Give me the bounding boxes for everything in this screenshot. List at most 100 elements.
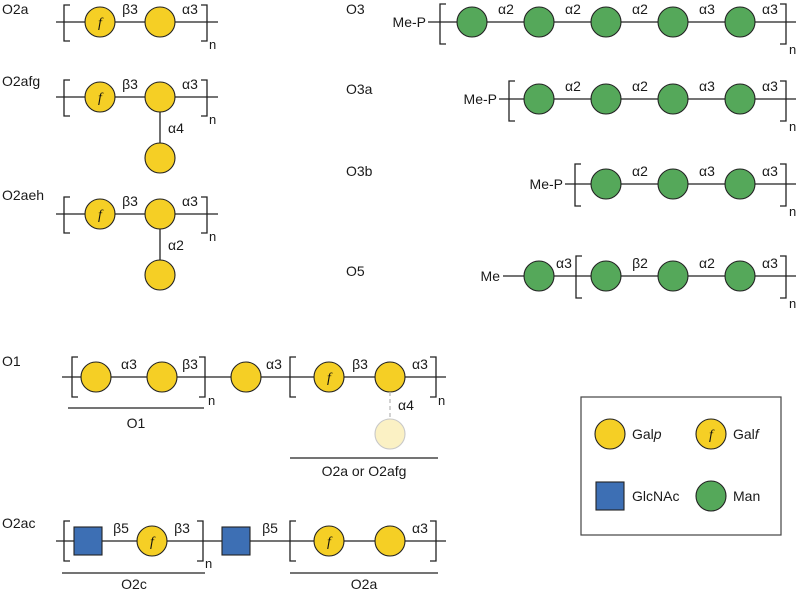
galf-residue [313, 525, 345, 557]
structure-o2afg-label: O2afg [2, 73, 40, 89]
methyl-phosphate-prefix: Me-P [393, 14, 426, 30]
galf-legend-label: Galf [733, 426, 761, 442]
linkage-label: β3 [122, 1, 138, 17]
linkage-label: α3 [182, 1, 198, 17]
man-residue [590, 168, 622, 200]
structure-o1: O1 f α3 β3 α3 β3 α3 α4 n n O1 O2a or O2a… [2, 353, 446, 479]
structure-o2aeh: O2aeh f β3 α3 α2 n [2, 187, 218, 291]
segment-label: O2c [121, 576, 147, 591]
galf-residue [84, 198, 116, 230]
structure-o3b: O3b Me-P α2 α3 α3 n [346, 163, 796, 219]
linkage-label: α2 [565, 1, 581, 17]
man-residue [590, 83, 622, 115]
repeat-subscript: n [208, 393, 215, 408]
galf-residue [313, 361, 345, 393]
galp-residue [230, 361, 262, 393]
galp-branch-residue [144, 142, 176, 174]
linkage-label: β3 [182, 356, 198, 372]
structure-o3a: O3a Me-P α2 α2 α3 α3 n [346, 78, 796, 134]
structure-o3b-label: O3b [346, 163, 373, 179]
man-residue [456, 6, 488, 38]
repeat-bracket-close [201, 4, 208, 42]
linkage-label: α2 [632, 1, 648, 17]
repeat-subscript: n [789, 204, 796, 219]
linkage-label: α2 [632, 78, 648, 94]
repeat-subscript: n [209, 37, 216, 52]
linkage-label: α3 [412, 520, 428, 536]
galf-residue [136, 525, 168, 557]
structure-o2a: O2a f β3 α3 n [2, 1, 218, 52]
linkage-label: α3 [699, 163, 715, 179]
galp-residue [144, 198, 176, 230]
segment-label: O1 [127, 415, 146, 431]
glcnac-residue [221, 526, 251, 556]
structure-o5-label: O5 [346, 263, 365, 279]
linkage-label: α2 [699, 255, 715, 271]
linkage-label: α3 [699, 78, 715, 94]
structure-o3-label: O3 [346, 1, 365, 17]
galp-legend-label: Galp [632, 426, 662, 442]
glcnac-residue [73, 526, 103, 556]
svg-text:f: f [150, 535, 156, 550]
man-residue [657, 260, 689, 292]
galp-residue [80, 361, 112, 393]
linkage-label: α3 [762, 78, 778, 94]
man-residue [657, 168, 689, 200]
man-legend-symbol [695, 480, 727, 512]
man-residue [657, 6, 689, 38]
galf-residue [84, 81, 116, 113]
methyl-phosphate-prefix: Me-P [530, 176, 563, 192]
structure-o5: O5 Me α3 β2 α2 α3 n [346, 255, 796, 311]
galp-residue [374, 361, 406, 393]
linkage-label: α4 [398, 397, 414, 413]
symbol-legend: Galp f Galf GlcNAc Man [580, 396, 782, 536]
linkage-label: α3 [121, 356, 137, 372]
structure-o3: O3 Me-P α2 α2 α2 α3 α3 n [346, 1, 796, 57]
repeat-subscript: n [789, 42, 796, 57]
structure-o2afg: O2afg f β3 α3 α4 n [2, 73, 218, 174]
man-residue [724, 260, 756, 292]
galp-residue [144, 6, 176, 38]
svg-text:f: f [327, 535, 333, 550]
structure-o1-label: O1 [2, 353, 21, 369]
linkage-label: β2 [632, 255, 648, 271]
linkage-label: α2 [632, 163, 648, 179]
galp-residue [144, 81, 176, 113]
linkage-label: α3 [556, 255, 572, 271]
repeat-subscript: n [438, 393, 445, 408]
methyl-phosphate-prefix: Me-P [464, 91, 497, 107]
linkage-label: β5 [113, 520, 129, 536]
man-residue [523, 83, 555, 115]
linkage-label: β3 [352, 356, 368, 372]
svg-text:f: f [327, 371, 333, 386]
linkage-label: β5 [262, 520, 278, 536]
glcnac-legend-symbol [595, 481, 625, 511]
structure-o2a-label: O2a [2, 1, 29, 17]
galp-residue [374, 525, 406, 557]
man-legend-label: Man [733, 488, 760, 504]
linkage-label: α3 [762, 1, 778, 17]
svg-text:f: f [98, 16, 104, 31]
svg-text:f: f [98, 91, 104, 106]
man-residue [590, 260, 622, 292]
man-residue [590, 6, 622, 38]
linkage-label: α2 [565, 78, 581, 94]
linkage-label: α3 [699, 1, 715, 17]
linkage-label: α2 [498, 1, 514, 17]
repeat-subscript: n [209, 229, 216, 244]
repeat-bracket-open [63, 4, 70, 42]
linkage-label: β3 [122, 193, 138, 209]
segment-label: O2a or O2afg [322, 463, 407, 479]
svg-text:f: f [98, 208, 104, 223]
man-residue [523, 6, 555, 38]
structure-o2ac: O2ac f f β5 β3 β5 α3 n O2c O2a [2, 515, 446, 591]
structure-o3a-label: O3a [346, 81, 373, 97]
repeat-subscript: n [205, 556, 212, 571]
linkage-label: α3 [412, 356, 428, 372]
linkage-label: β3 [174, 520, 190, 536]
legend-box [580, 396, 782, 536]
linkage-label: α4 [168, 120, 184, 136]
repeat-subscript: n [789, 296, 796, 311]
structure-o2ac-label: O2ac [2, 515, 35, 531]
